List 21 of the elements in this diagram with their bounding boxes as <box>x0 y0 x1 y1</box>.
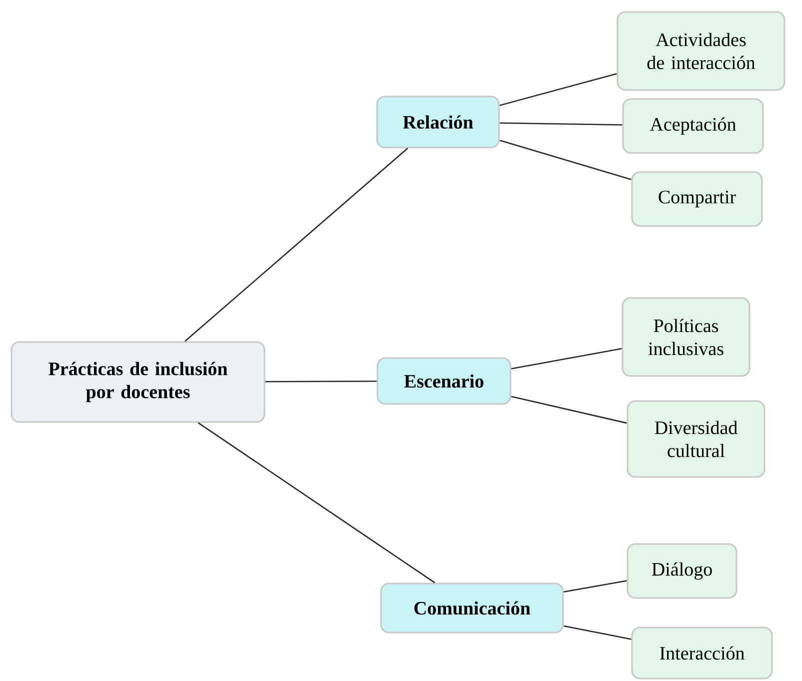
subtopic-box: Compartir <box>631 171 763 227</box>
connector-line <box>500 122 622 126</box>
connector-line <box>184 148 408 342</box>
category-box: Escenario <box>376 357 512 405</box>
subtopic-box: Diversidad cultural <box>626 400 766 478</box>
connector-line <box>198 422 436 584</box>
subtopic-box: Actividades de interacción <box>616 11 786 91</box>
connector-line <box>511 348 622 370</box>
subtopic-box: Interacción <box>631 626 773 680</box>
connector-line <box>564 580 627 592</box>
connector-line <box>265 380 377 382</box>
topic-box: Prácticas de inclusión por docentes <box>10 341 266 423</box>
connector-line <box>511 396 627 424</box>
subtopic-box: Políticas inclusivas <box>622 297 750 377</box>
subtopic-box: Aceptación <box>622 98 764 154</box>
connector-line <box>500 140 632 180</box>
category-box: Relación <box>376 96 500 148</box>
connector-line <box>500 73 617 106</box>
category-box: Comunicación <box>380 582 564 634</box>
subtopic-box: Diálogo <box>626 543 738 599</box>
connector-line <box>564 625 632 640</box>
